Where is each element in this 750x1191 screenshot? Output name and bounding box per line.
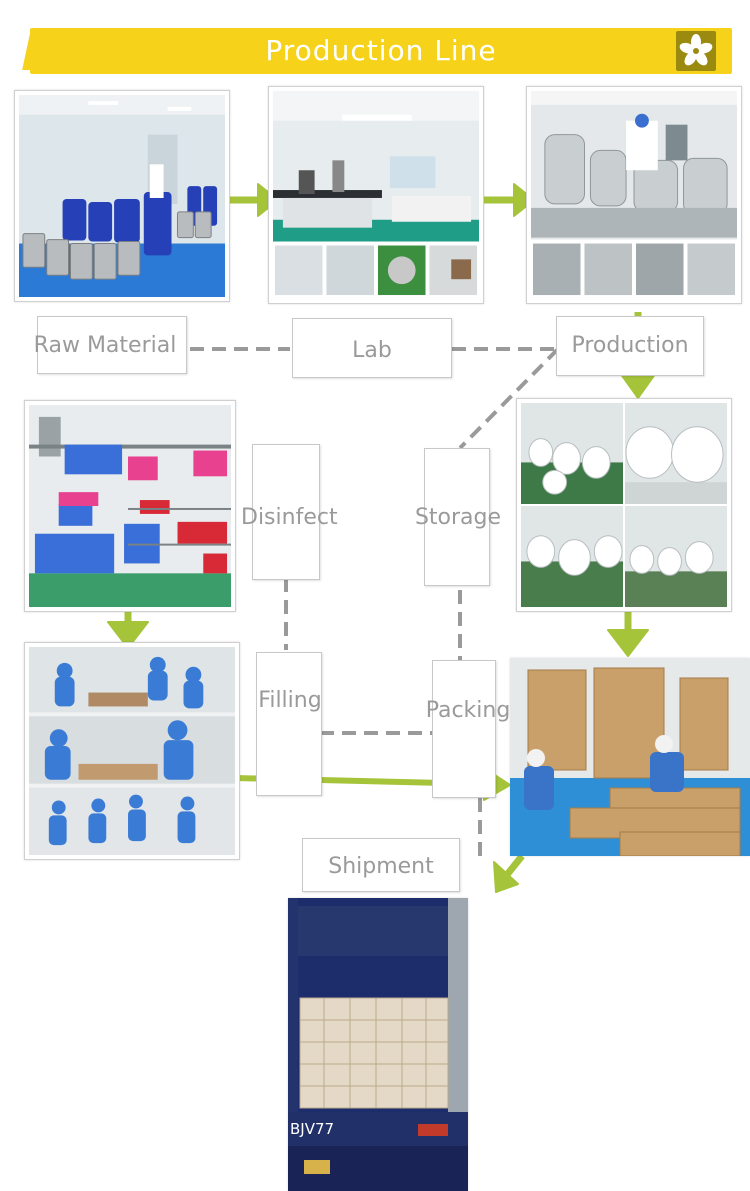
lab-photo	[268, 86, 484, 304]
label-production: Production	[556, 316, 704, 376]
packing-photo	[510, 658, 750, 856]
label-raw-material-text: Raw Material	[33, 333, 177, 358]
title-banner: Production Line	[30, 28, 732, 74]
banner-title: Production Line	[265, 34, 497, 67]
label-lab: Lab	[292, 318, 452, 378]
shipment-photo: BJV77	[288, 898, 468, 1191]
label-storage-text: Storage	[414, 505, 502, 530]
label-lab-text: Lab	[352, 338, 392, 363]
label-production-text: Production	[571, 333, 689, 358]
truck-plate: BJV77	[290, 1120, 335, 1138]
label-disinfect-text: Disinfect	[241, 505, 338, 530]
arrow-packing-to-shipment	[493, 853, 525, 893]
production-photo	[526, 86, 742, 304]
arrow-disinfect-to-filling	[107, 610, 149, 649]
arrow-lab-to-production	[482, 183, 535, 217]
connector-production-storage	[458, 347, 560, 450]
filling-photo	[24, 642, 240, 860]
label-packing: Packing	[426, 660, 510, 798]
arrow-storage-to-packing	[607, 612, 649, 657]
raw-material-photo	[14, 90, 230, 302]
label-shipment-text: Shipment	[328, 854, 434, 879]
flower-icon	[676, 31, 716, 71]
label-packing-text: Packing	[425, 698, 511, 723]
storage-photo	[516, 398, 732, 612]
disinfect-photo	[24, 400, 236, 612]
label-raw-material: Raw Material	[34, 316, 187, 374]
label-filling: Filling	[256, 652, 322, 796]
label-disinfect: Disinfect	[241, 444, 338, 580]
label-shipment: Shipment	[302, 838, 460, 892]
label-storage: Storage	[415, 448, 501, 586]
label-filling-text: Filling	[258, 688, 322, 713]
